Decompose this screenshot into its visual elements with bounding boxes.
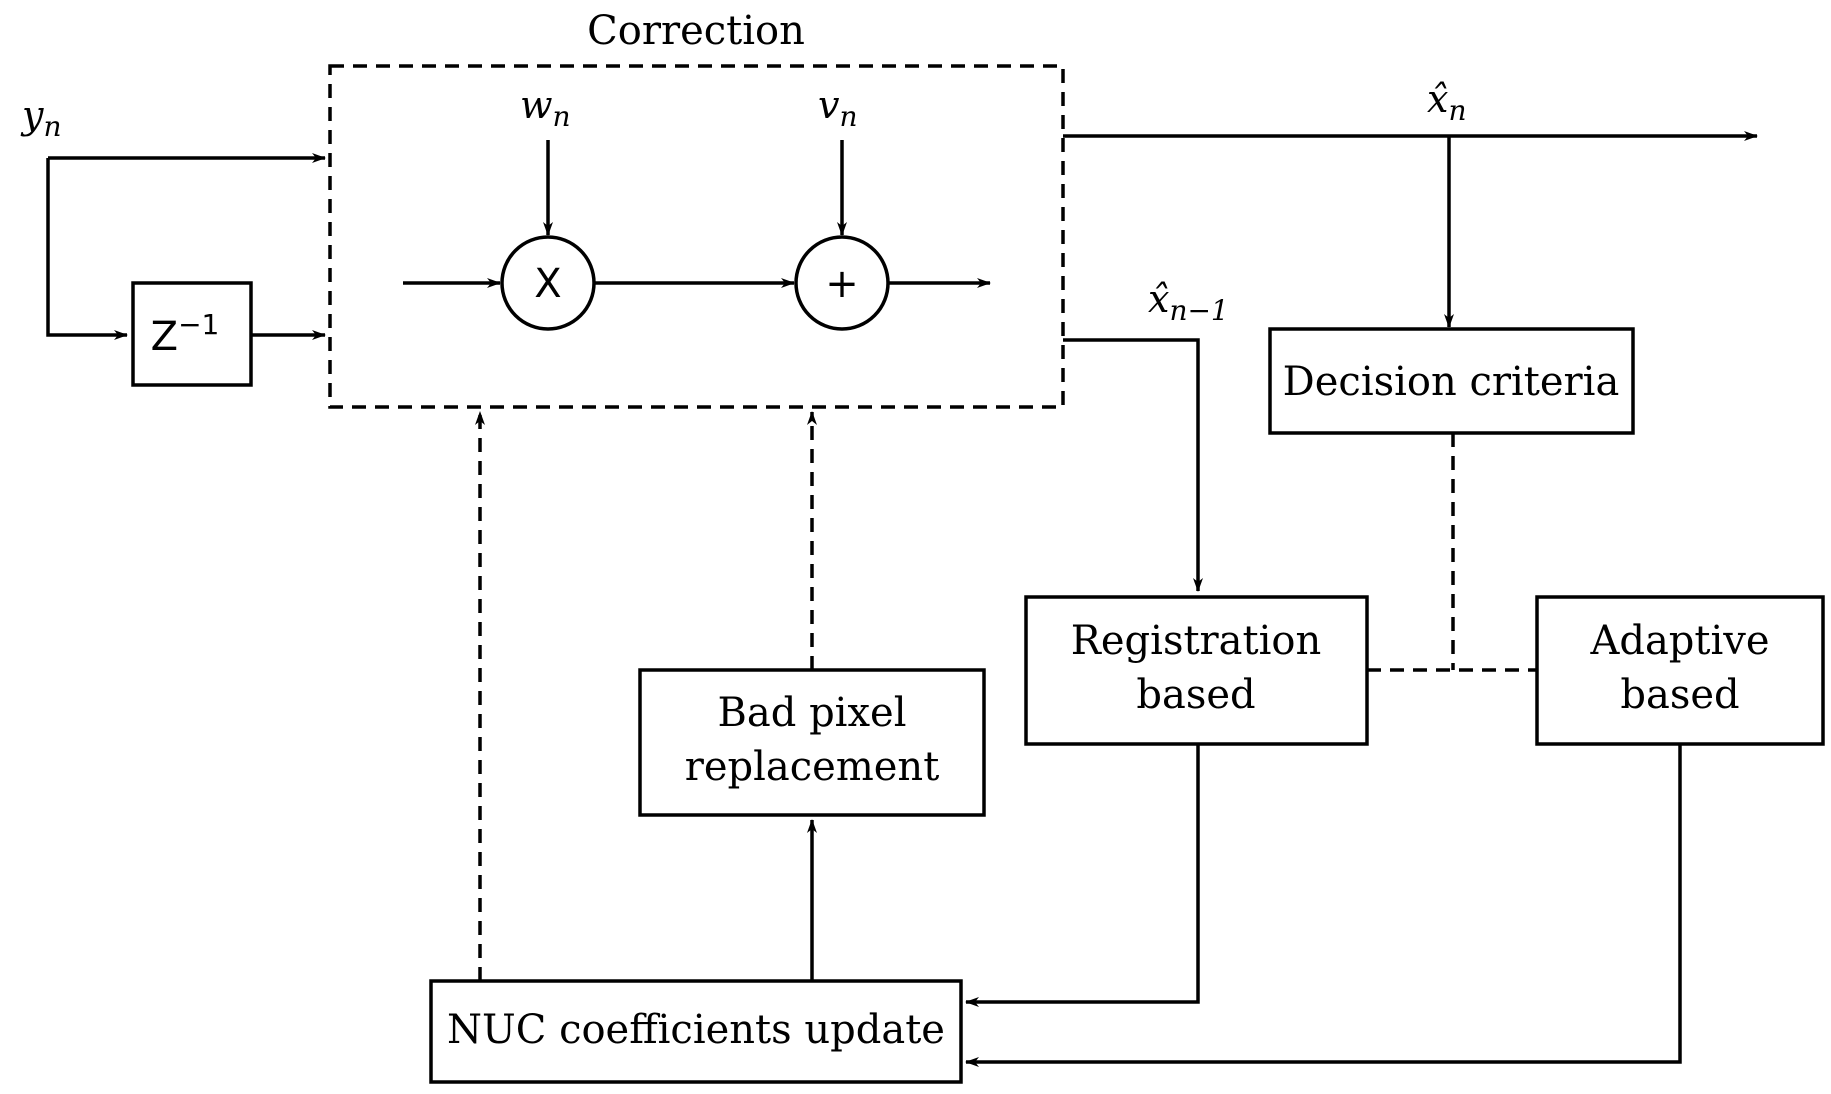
adder-symbol: + (825, 261, 859, 307)
decision-criteria-block (1268, 327, 1635, 435)
previous-output-to-registration-wire (1063, 338, 1203, 592)
input-signal-label: yn (20, 93, 62, 143)
gain-label: wn (520, 83, 571, 133)
bad-pixel-replacement-block (638, 668, 986, 817)
input-to-correction-wire (46, 158, 128, 340)
nuc-update-label: NUC coefficients update (447, 1007, 945, 1053)
adaptive-label-line2: based (1620, 672, 1739, 718)
bad-pixel-label-line2: replacement (685, 744, 940, 790)
nuc-update-block (429, 979, 963, 1084)
decision-criteria-label: Decision criteria (1283, 359, 1620, 405)
multiplier-symbol: X (534, 261, 561, 307)
output-label: x̂n (1427, 77, 1466, 127)
registration-label-line2: based (1136, 672, 1255, 718)
registration-to-nuc-wire (965, 744, 1200, 1007)
correction-block (328, 64, 1065, 409)
bad-pixel-label-line1: Bad pixel (718, 690, 907, 736)
delay-label: Z−1 (151, 308, 220, 360)
offset-label: vn (818, 83, 858, 133)
registration-label-line1: Registration (1071, 618, 1321, 664)
adaptive-to-nuc-wire (965, 744, 1682, 1067)
registration-based-block (1024, 595, 1369, 746)
previous-output-label: x̂n−1 (1148, 277, 1229, 327)
adaptive-label-line1: Adaptive (1589, 618, 1769, 664)
correction-title: Correction (587, 8, 805, 54)
